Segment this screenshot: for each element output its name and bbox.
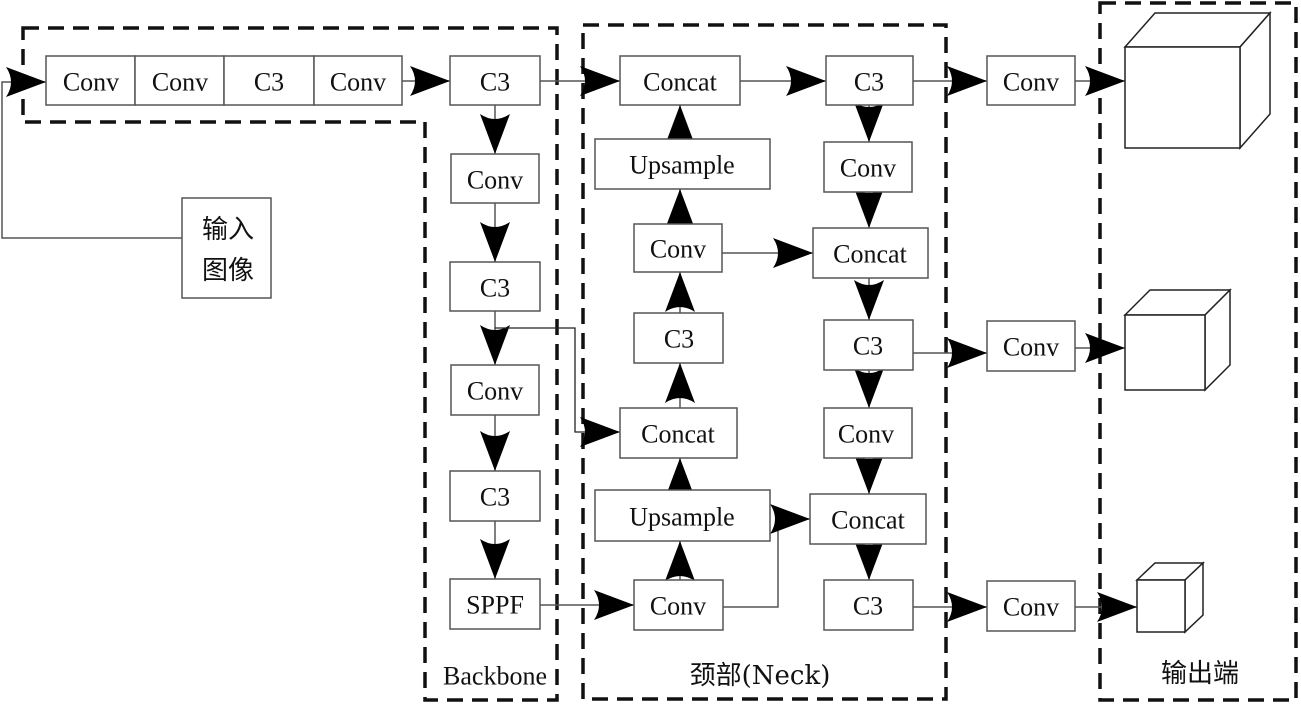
neck-left-column: Concat Upsample Conv C3 Concat Upsample …: [594, 55, 771, 631]
neck-block: Conv: [838, 420, 894, 449]
neck-block: C3: [853, 592, 883, 621]
head-conv: Conv: [1003, 68, 1059, 97]
input-label-line2: 图像: [202, 256, 254, 286]
neck-region: [581, 23, 948, 701]
neck-block: Upsample: [629, 151, 734, 180]
neck-block: C3: [664, 325, 694, 354]
neck-block: C3: [853, 332, 883, 361]
neck-block: Concat: [641, 420, 715, 449]
stem-block: Conv: [152, 68, 208, 97]
neck-block: Upsample: [629, 503, 734, 532]
neck-block: Conv: [650, 235, 706, 264]
stem-blocks: Conv Conv C3 Conv: [45, 55, 403, 106]
backbone-block: C3: [480, 68, 510, 97]
backbone-block: C3: [480, 274, 510, 303]
neck-title: 颈部(Neck): [690, 661, 831, 691]
neck-block: Conv: [650, 592, 706, 621]
backbone-title: Backbone: [443, 662, 547, 691]
medium-output-cube: [1123, 288, 1232, 392]
backbone-block: SPPF: [466, 591, 524, 620]
head-title: 输出端: [1161, 659, 1239, 689]
connectors: [1, 66, 1137, 622]
backbone-block: C3: [480, 483, 510, 512]
neck-right-column: C3 Conv Concat C3 Conv Concat C3 颈部(Neck…: [690, 55, 929, 691]
stem-block: Conv: [330, 68, 386, 97]
small-output-cube: [1135, 561, 1205, 634]
neck-block: Concat: [643, 68, 717, 97]
neck-block: Concat: [831, 506, 905, 535]
neck-block: Conv: [840, 154, 896, 183]
large-output-cube: [1123, 11, 1272, 150]
neck-block: C3: [854, 68, 884, 97]
input-label-line1: 输入: [202, 215, 254, 245]
neck-block: Concat: [833, 240, 907, 269]
head-conv: Conv: [1003, 593, 1059, 622]
backbone-region: [21, 26, 559, 702]
backbone-block: Conv: [467, 166, 523, 195]
head-convs: Conv Conv Conv 输出端: [986, 55, 1239, 689]
input-image-box: 输入 图像: [181, 197, 272, 299]
backbone-blocks: C3 Conv C3 Conv C3 SPPF Backbone: [443, 55, 547, 691]
stem-block: Conv: [63, 68, 119, 97]
head-conv: Conv: [1003, 333, 1059, 362]
stem-block: C3: [254, 68, 284, 97]
backbone-block: Conv: [467, 377, 523, 406]
